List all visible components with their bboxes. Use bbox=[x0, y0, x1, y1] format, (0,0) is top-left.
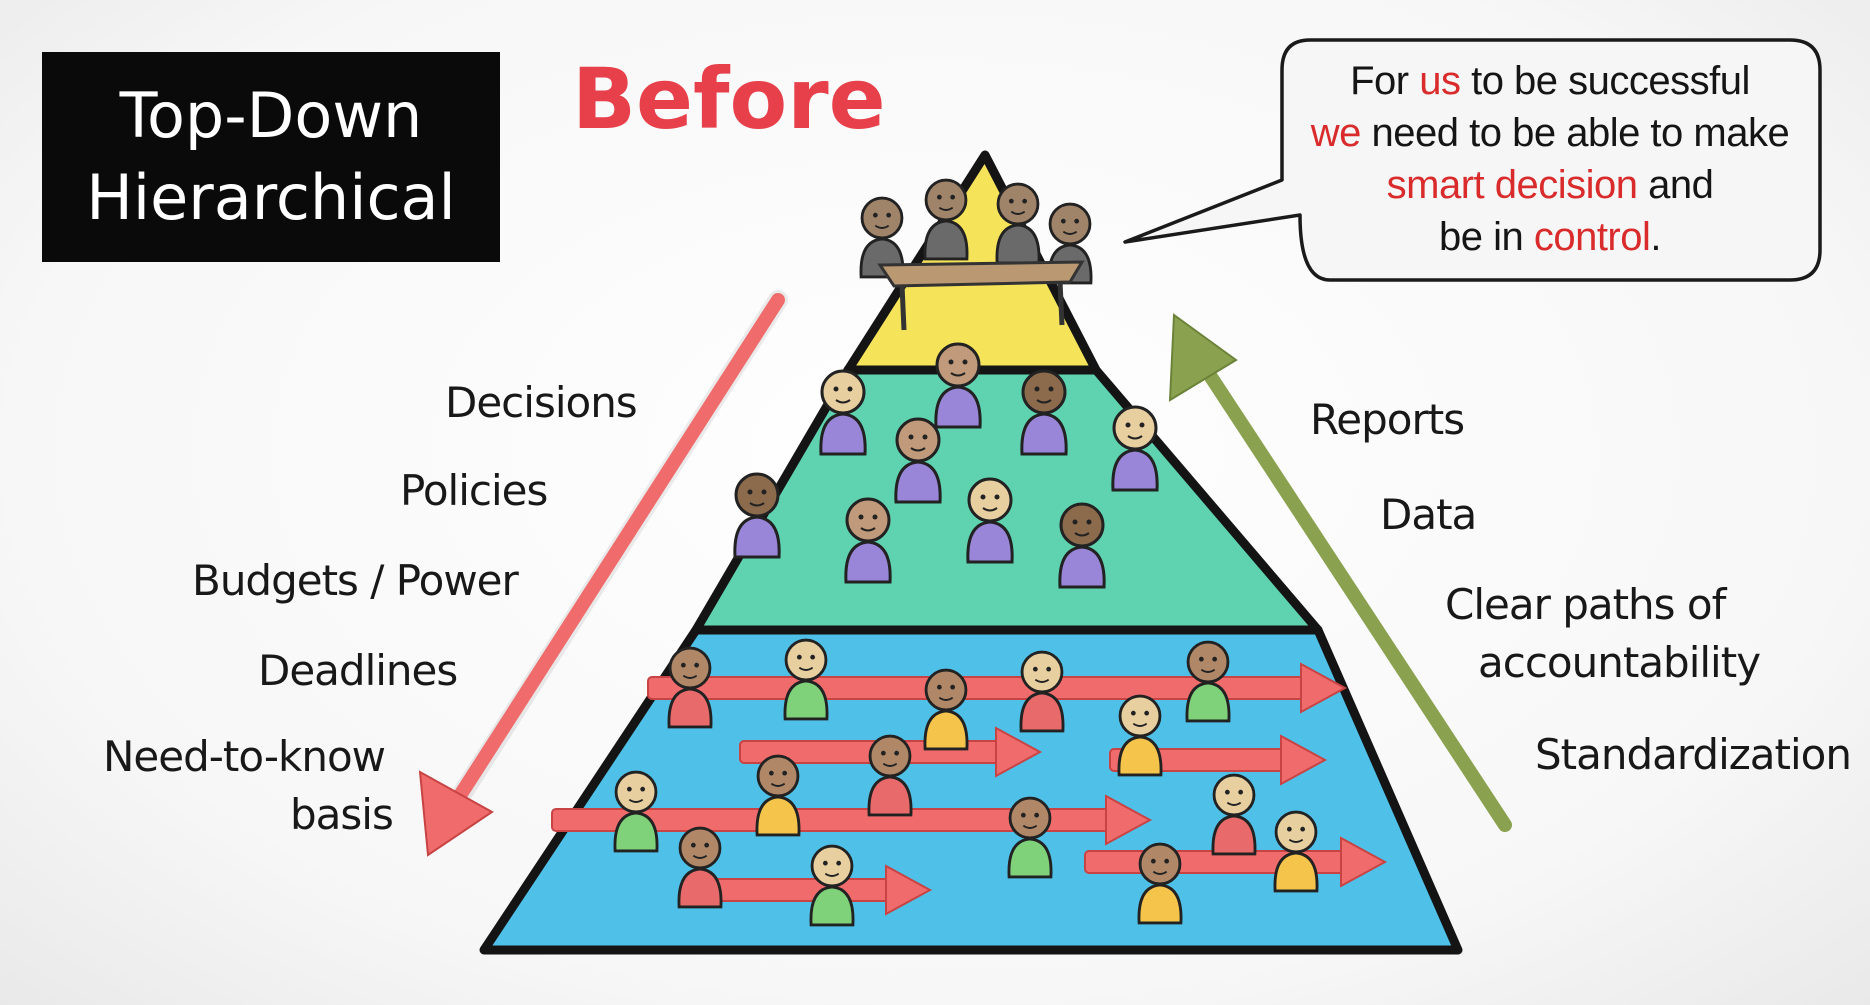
bubble-emph-smart-decision: smart decision bbox=[1386, 163, 1638, 207]
bubble-emph-we: we bbox=[1310, 111, 1362, 155]
down-label-deadlines: Deadlines bbox=[258, 646, 458, 695]
bubble-text-4: and bbox=[1637, 163, 1714, 207]
manager-person-4 bbox=[1111, 405, 1159, 492]
worker-person-7 bbox=[867, 734, 913, 817]
up-label-data: Data bbox=[1380, 490, 1477, 539]
worker-person-1 bbox=[667, 646, 713, 729]
worker-person-14 bbox=[809, 844, 855, 927]
worker-person-10 bbox=[1211, 773, 1257, 856]
manager-person-5 bbox=[894, 417, 942, 504]
up-arrow bbox=[1168, 313, 1512, 832]
leadership-table bbox=[877, 260, 1085, 331]
manager-person-1 bbox=[819, 369, 867, 456]
leader-person-2 bbox=[923, 178, 969, 261]
title-line-1: Top-Down bbox=[119, 79, 423, 152]
bubble-text-1: For bbox=[1350, 59, 1420, 103]
up-label-reports: Reports bbox=[1310, 395, 1465, 444]
down-arrow bbox=[418, 290, 788, 857]
bubble-emph-us: us bbox=[1419, 59, 1461, 103]
worker-person-13 bbox=[677, 826, 723, 909]
manager-person-2 bbox=[934, 342, 982, 429]
worker-person-4 bbox=[1019, 650, 1065, 733]
bubble-text-2: to be successful bbox=[1460, 59, 1750, 103]
bubble-text-5: be in bbox=[1438, 215, 1534, 259]
worker-person-5 bbox=[1185, 640, 1231, 723]
down-label-basis: basis bbox=[290, 790, 394, 839]
bubble-text-3: need to be able to make bbox=[1360, 111, 1790, 155]
up-label-accountability: accountability bbox=[1478, 638, 1761, 687]
worker-person-11 bbox=[1007, 796, 1053, 879]
bubble-text-6: . bbox=[1650, 215, 1662, 259]
manager-person-9 bbox=[1058, 502, 1106, 589]
down-label-decisions: Decisions bbox=[445, 378, 638, 427]
worker-person-9 bbox=[755, 754, 801, 837]
people bbox=[613, 178, 1319, 927]
bubble-emph-control: control bbox=[1533, 215, 1651, 259]
worker-person-6 bbox=[1117, 694, 1163, 777]
stage-label: Before bbox=[572, 50, 886, 148]
down-label-budgets-power: Budgets / Power bbox=[192, 556, 519, 605]
title-line-2: Hierarchical bbox=[86, 161, 456, 234]
up-label-standardization: Standardization bbox=[1535, 730, 1852, 779]
down-label-need-to-know: Need-to-know bbox=[103, 732, 386, 781]
worker-person-15 bbox=[1137, 842, 1183, 925]
down-label-policies: Policies bbox=[400, 466, 548, 515]
manager-person-3 bbox=[1020, 369, 1068, 456]
flow-arrow-4 bbox=[551, 794, 1153, 846]
worker-person-8 bbox=[613, 770, 659, 853]
diagram-title: Top-Down Hierarchical bbox=[42, 52, 500, 262]
up-label-clear-paths: Clear paths of bbox=[1445, 580, 1726, 629]
speech-bubble bbox=[1123, 38, 1822, 282]
worker-person-12 bbox=[1273, 810, 1319, 893]
manager-person-7 bbox=[966, 477, 1014, 564]
worker-person-2 bbox=[783, 638, 829, 721]
manager-person-6 bbox=[733, 472, 781, 559]
leader-person-3 bbox=[995, 182, 1041, 265]
speech-bubble-text: For us to be successful we need to be ab… bbox=[1290, 55, 1810, 263]
manager-person-8 bbox=[844, 497, 892, 584]
worker-person-3 bbox=[923, 668, 969, 751]
